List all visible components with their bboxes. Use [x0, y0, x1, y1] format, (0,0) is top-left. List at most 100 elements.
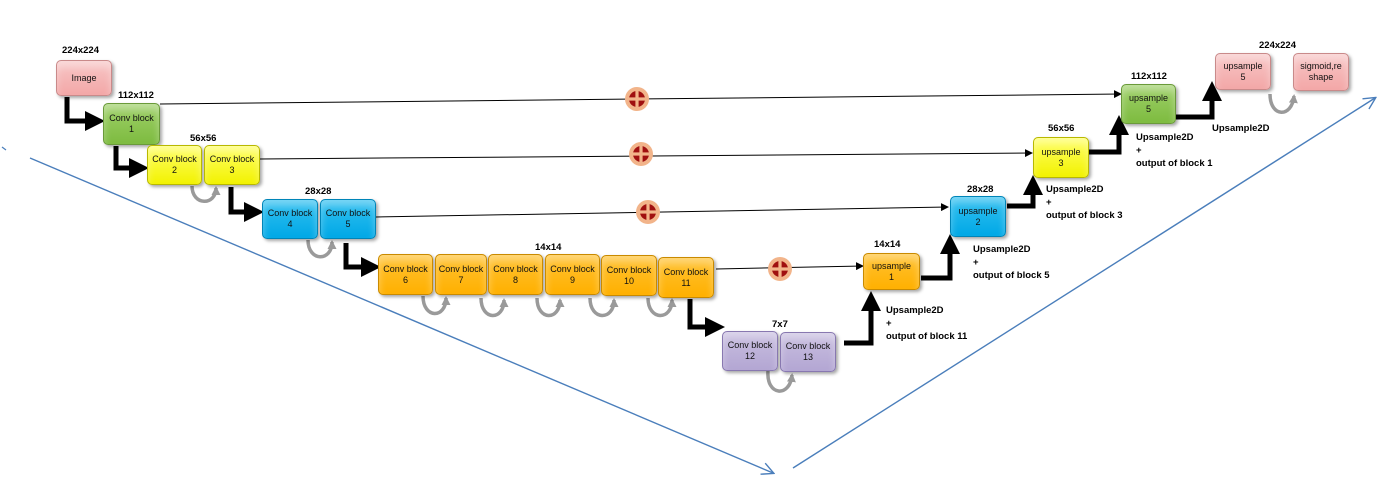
- conv-block-13[interactable]: Conv block 13: [780, 332, 836, 372]
- conv-block-7[interactable]: Conv block 7: [435, 254, 487, 295]
- conv-block-2-label: Conv block: [152, 154, 197, 164]
- add-icon: [636, 200, 660, 224]
- conv-block-3-index: 3: [229, 165, 235, 175]
- conv-block-5[interactable]: Conv block 5: [320, 199, 376, 239]
- image-block-label: Image: [71, 72, 97, 83]
- loop-arrow-icon: [190, 185, 221, 203]
- conv-block-8-index: 8: [512, 274, 518, 285]
- loop-arrow-icon: [588, 297, 619, 318]
- upsample-block-5[interactable]: upsample 5: [1215, 53, 1271, 90]
- size-label-output: 224x224: [1259, 40, 1296, 51]
- upsample-block-2[interactable]: upsample 2: [950, 196, 1006, 237]
- loop-arrow-icon: [479, 297, 509, 318]
- conv-block-6[interactable]: Conv block 6: [378, 254, 433, 295]
- decoder-v-line: [792, 98, 1375, 469]
- annotation-block-3: Upsample2D + output of block 3: [1046, 183, 1123, 222]
- size-label-block4-5: 28x28: [305, 186, 332, 197]
- skip-arrow-5: [375, 203, 949, 218]
- conv-block-2[interactable]: Conv block 2: [147, 145, 202, 185]
- loop-arrow-icon: [646, 297, 677, 318]
- flow-arrow: [1176, 81, 1222, 120]
- conv-block-7-label: Conv block: [438, 263, 484, 274]
- conv-block-3[interactable]: Conv block 3: [204, 145, 260, 185]
- loop-arrow-icon: [766, 370, 796, 393]
- upsample-block-1[interactable]: upsample 1: [863, 253, 920, 290]
- flow-arrow: [228, 187, 264, 222]
- add-operations: [625, 87, 792, 281]
- annotation-plus: +: [1046, 197, 1052, 208]
- conv-block-9[interactable]: Conv block 9: [545, 254, 600, 295]
- conv-block-2-index: 2: [171, 165, 177, 175]
- conv-block-9-index: 9: [569, 274, 575, 285]
- upsample-block-4[interactable]: upsample 5: [1121, 84, 1176, 124]
- sigmoid-reshape-block[interactable]: sigmoid,re shape: [1293, 53, 1349, 91]
- add-icon: [768, 257, 792, 281]
- annotation-block-5: Upsample2D + output of block 5: [973, 243, 1050, 282]
- size-label-up5: 112x112: [1131, 71, 1167, 82]
- conv-block-10[interactable]: Conv block 10: [601, 255, 657, 296]
- conv-block-13-label: Conv block: [785, 341, 831, 351]
- conv-block-12[interactable]: Conv block 12: [722, 331, 778, 371]
- upsample-block-3-index: 3: [1058, 157, 1064, 168]
- size-label-up2: 28x28: [967, 184, 994, 195]
- loop-arrow-icon: [421, 295, 451, 316]
- conv-block-10-label: Conv block: [606, 264, 652, 275]
- upsample-block-5-label: upsample: [1223, 60, 1263, 71]
- encoder-v-line: [29, 157, 773, 473]
- annotation-source: output of block 5: [973, 270, 1050, 281]
- flow-arrows: [64, 81, 1222, 346]
- flow-arrow: [1007, 175, 1043, 209]
- upsample-block-4-index: 5: [1145, 104, 1151, 114]
- size-label-block6-11: 14x14: [535, 242, 562, 253]
- conv-block-8[interactable]: Conv block 8: [488, 254, 543, 295]
- conv-block-4-index: 4: [287, 219, 293, 229]
- annotation-plus: +: [886, 318, 892, 329]
- conv-block-4[interactable]: Conv block 4: [262, 199, 318, 239]
- upsample-block-1-label: upsample: [871, 260, 912, 271]
- conv-block-13-index: 13: [802, 352, 813, 362]
- conv-block-11-label: Conv block: [663, 266, 709, 277]
- flow-arrow: [343, 243, 381, 277]
- conv-block-1[interactable]: Conv block 1: [103, 103, 160, 145]
- size-label-image: 224x224: [62, 45, 99, 56]
- loop-arrow-icon: [1268, 93, 1298, 114]
- conv-block-12-label: Conv block: [727, 340, 773, 350]
- annotation-final-upsample: Upsample2D: [1212, 123, 1270, 134]
- flow-arrow: [64, 97, 105, 131]
- conv-block-7-index: 7: [458, 274, 464, 285]
- conv-block-10-index: 10: [623, 275, 634, 286]
- image-block[interactable]: Image: [56, 60, 112, 96]
- annotation-op: Upsample2D: [973, 244, 1031, 255]
- conv-block-5-index: 5: [345, 219, 351, 229]
- upsample-block-5-index: 5: [1240, 71, 1246, 82]
- repeat-arrows: [190, 93, 1298, 393]
- conv-block-11[interactable]: Conv block 11: [658, 257, 714, 298]
- conv-block-5-label: Conv block: [325, 208, 371, 218]
- flow-arrow: [687, 299, 725, 337]
- size-label-block1: 112x112: [118, 90, 154, 101]
- conv-block-6-label: Conv block: [383, 263, 428, 274]
- add-icon: [629, 142, 653, 166]
- conv-block-8-label: Conv block: [493, 263, 538, 274]
- annotation-source: output of block 1: [1136, 158, 1213, 169]
- size-label-block2-3: 56x56: [190, 133, 217, 144]
- upsample-block-2-label: upsample: [958, 205, 998, 216]
- upsample-block-3[interactable]: upsample 3: [1033, 137, 1089, 178]
- conv-block-1-index: 1: [128, 124, 134, 134]
- loop-arrow-icon: [535, 297, 565, 318]
- annotation-block-11: Upsample2D + output of block 11: [886, 304, 967, 343]
- conv-block-3-label: Conv block: [209, 154, 255, 164]
- conv-block-9-label: Conv block: [550, 263, 595, 274]
- upsample-block-3-label: upsample: [1041, 146, 1081, 157]
- annotation-plus: +: [973, 257, 979, 268]
- annotation-plus: +: [1136, 145, 1142, 156]
- annotation-op: Upsample2D: [1046, 184, 1104, 195]
- annotation-source: output of block 3: [1046, 210, 1123, 221]
- size-label-up3: 56x56: [1048, 123, 1075, 134]
- annotation-op: Upsample2D: [1136, 132, 1194, 143]
- annotation-source: output of block 11: [886, 331, 968, 342]
- sigmoid-reshape-label-1: sigmoid,re: [1300, 61, 1342, 71]
- size-label-block12-13: 7x7: [772, 319, 788, 330]
- add-icon: [625, 87, 649, 111]
